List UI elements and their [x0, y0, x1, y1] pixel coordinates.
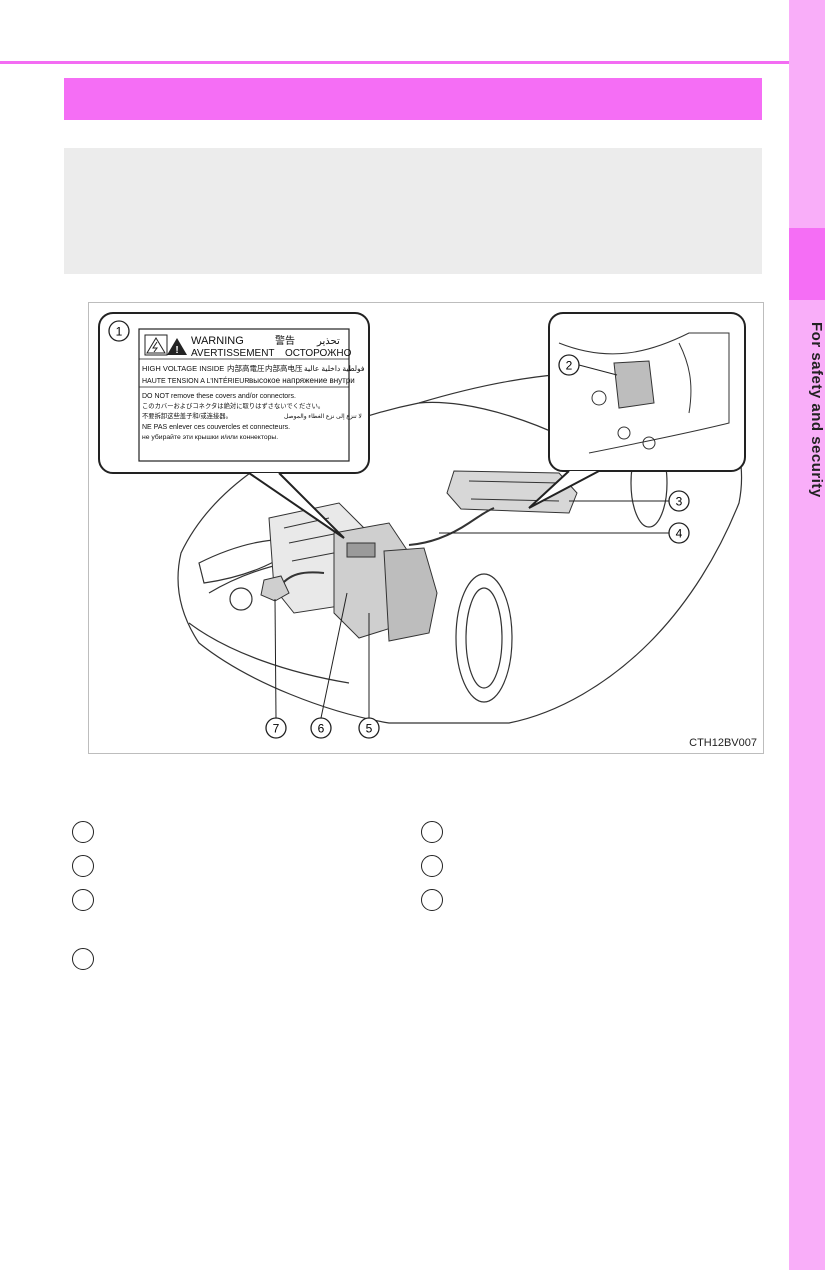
legend-marker-2: [72, 855, 94, 877]
label-hv-fr: HAUTE TENSION A L'INTÉRIEUR: [142, 376, 249, 385]
label-remove-fr: NE PAS enlever ces couvercles et connect…: [142, 424, 290, 431]
callout-1: 1: [108, 320, 130, 342]
label-hv-ru: высокое напряжение внутри: [249, 376, 355, 385]
label-warning-ru: ОСТОРОЖНО: [285, 348, 352, 359]
hybrid-system-figure: ! WARNING 警告 تحذير AVERTISSEMENT ОСТОРОЖ…: [88, 302, 764, 754]
section-tab-active-marker[interactable]: [789, 228, 825, 300]
label-remove-ar: لا تنزع إلى نزع الغطاء والموصل: [284, 413, 362, 420]
info-box: [64, 148, 762, 274]
svg-text:6: 6: [318, 722, 325, 736]
high-voltage-icon: [146, 337, 166, 354]
warning-triangle-icon: [167, 338, 187, 355]
legend-marker-5: [421, 821, 443, 843]
section-title-bar: [64, 78, 762, 120]
svg-text:4: 4: [676, 527, 683, 541]
label-remove-ru: не убирайте эти крышки и/или коннекторы.: [142, 433, 278, 441]
legend-marker-4: [72, 948, 94, 970]
svg-text:5: 5: [366, 722, 373, 736]
svg-text:7: 7: [273, 722, 280, 736]
legend-marker-6: [421, 855, 443, 877]
label-warning-jp: 警告: [275, 334, 295, 347]
callout-3: 3: [569, 490, 690, 512]
callout-4: 4: [439, 522, 690, 544]
label-remove-en: DO NOT remove these covers and/or connec…: [142, 393, 296, 400]
figure-code: CTH12BV007: [689, 737, 757, 749]
callout-2: 2: [558, 354, 618, 376]
callout-5: 5: [358, 613, 380, 739]
label-warning-ar: تحذير: [316, 336, 340, 347]
label-hv-en: HIGH VOLTAGE INSIDE: [142, 364, 224, 373]
label-warning-text: WARNING: [191, 335, 244, 347]
warning-label-pointer: [248, 472, 345, 539]
svg-text:1: 1: [116, 325, 123, 339]
legend-marker-3: [72, 889, 94, 911]
vehicle-illustration: ! WARNING 警告 تحذير AVERTISSEMENT ОСТОРОЖ…: [98, 312, 746, 739]
label-remove-jp: このカバーおよびコネクタは絶対に取りはずさないでください。: [142, 401, 324, 410]
label-hv-jp: 内部高電圧: [227, 363, 265, 373]
callout-7: 7: [265, 598, 287, 739]
header-rule: [0, 61, 789, 64]
svg-text:3: 3: [676, 495, 683, 509]
label-warning-fr: AVERTISSEMENT: [191, 348, 275, 359]
callout-6: 6: [310, 592, 348, 739]
label-remove-cn: 不要拆卸这些盖子和/或连接器。: [142, 411, 232, 420]
legend-marker-1: [72, 821, 94, 843]
svg-text:2: 2: [566, 359, 573, 373]
svg-text:!: !: [175, 345, 178, 356]
section-side-tab: [789, 0, 825, 1270]
section-tab-label: For safety and security: [808, 322, 825, 498]
legend-marker-7: [421, 889, 443, 911]
label-hv-ar: فولطية داخلية عالية: [304, 364, 365, 373]
label-hv-cn: 内部高电压: [265, 363, 303, 373]
